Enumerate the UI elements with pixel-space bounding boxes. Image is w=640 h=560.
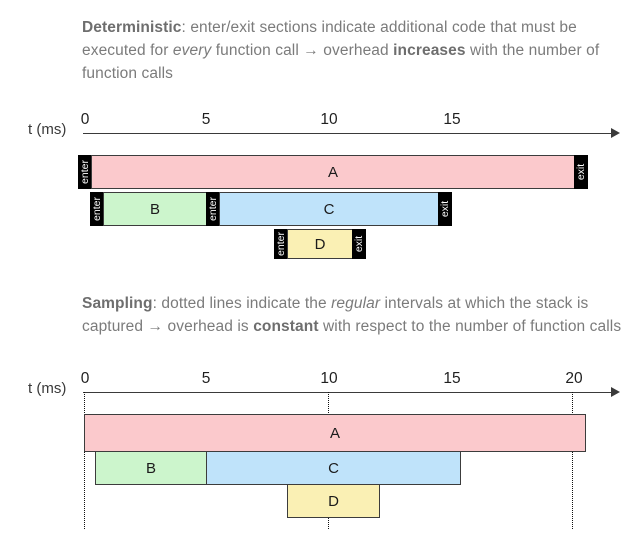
sampling-caption-part3: with respect to the number of function c…	[318, 318, 622, 335]
deterministic-caption-part1: : enter/exit sections indicate additiona…	[82, 19, 577, 59]
bar-b-sampling[interactable]: B	[95, 451, 207, 485]
bar-c-deterministic[interactable]: C	[219, 192, 439, 226]
bar-b-deterministic[interactable]: B	[103, 192, 207, 226]
sampling-caption-emphasis: regular	[331, 295, 381, 312]
bar-d-enter-label: enter	[275, 232, 287, 256]
bar-b-enter-marker: enter	[90, 192, 104, 226]
bar-a-exit-marker: exit	[574, 155, 588, 189]
bar-c-enter-label: enter	[207, 197, 219, 221]
sampling-caption: Sampling: dotted lines indicate the regu…	[82, 292, 627, 338]
axis2-tick-10: 10	[320, 370, 338, 387]
bar-a-sampling[interactable]: A	[84, 414, 586, 452]
bar-a-exit-label: exit	[575, 163, 587, 181]
bar-a-sampling-label: A	[329, 424, 340, 442]
deterministic-caption-strong: increases	[393, 42, 466, 59]
bar-b-sampling-label: B	[145, 459, 156, 477]
deterministic-caption-lead: Deterministic	[82, 19, 182, 36]
axis1-line	[83, 133, 612, 134]
axis2-tick-0: 0	[80, 370, 90, 387]
bar-d-enter-marker: enter	[274, 229, 288, 259]
axis1-tick-0: 0	[80, 111, 90, 128]
sampling-caption-lead: Sampling	[82, 295, 153, 312]
sample-line-0ms	[84, 392, 85, 529]
bar-a-label: A	[327, 163, 338, 181]
bar-b-enter-label: enter	[91, 197, 103, 221]
sampling-caption-part1: : dotted lines indicate the	[152, 295, 332, 312]
axis1-title: t (ms)	[28, 121, 67, 138]
bar-a-enter-marker: enter	[78, 155, 92, 189]
bar-d-label: D	[314, 235, 326, 253]
bar-d-exit-marker: exit	[352, 229, 366, 259]
bar-d-deterministic[interactable]: D	[287, 229, 353, 259]
axis2-tick-15: 15	[443, 370, 461, 387]
bar-c-sampling-label: C	[328, 459, 339, 477]
bar-a-enter-label: enter	[79, 160, 91, 184]
bar-b-label: B	[149, 200, 160, 218]
bar-d-sampling-label: D	[328, 492, 339, 510]
bar-a-deterministic[interactable]: A	[91, 155, 575, 189]
bar-c-enter-marker: enter	[206, 192, 220, 226]
deterministic-caption: Deterministic: enter/exit sections indic…	[82, 16, 627, 85]
sampling-caption-part2: intervals at which the stack is captured…	[82, 295, 589, 335]
axis2-tick-5: 5	[201, 370, 211, 387]
bar-c-label: C	[323, 200, 335, 218]
axis1-tick-15: 15	[443, 111, 461, 128]
bar-c-exit-marker: exit	[438, 192, 452, 226]
axis2-title: t (ms)	[28, 380, 67, 397]
deterministic-caption-emphasis: every	[172, 42, 212, 59]
axis1-tick-10: 10	[320, 111, 338, 128]
bar-d-sampling[interactable]: D	[287, 484, 380, 518]
bar-c-sampling[interactable]: C	[206, 451, 461, 485]
sampling-caption-strong: constant	[253, 318, 319, 335]
bar-c-exit-label: exit	[439, 200, 451, 218]
axis2-tick-20: 20	[565, 370, 583, 387]
deterministic-caption-part3: with the number of function calls	[82, 42, 600, 82]
bar-d-exit-label: exit	[353, 235, 365, 253]
axis2-arrow-icon	[611, 387, 620, 397]
sample-line-20ms	[572, 392, 573, 529]
deterministic-caption-part2: function call → overhead	[211, 42, 394, 59]
axis2-line	[83, 392, 612, 393]
axis1-tick-5: 5	[201, 111, 211, 128]
axis1-arrow-icon	[611, 128, 620, 138]
